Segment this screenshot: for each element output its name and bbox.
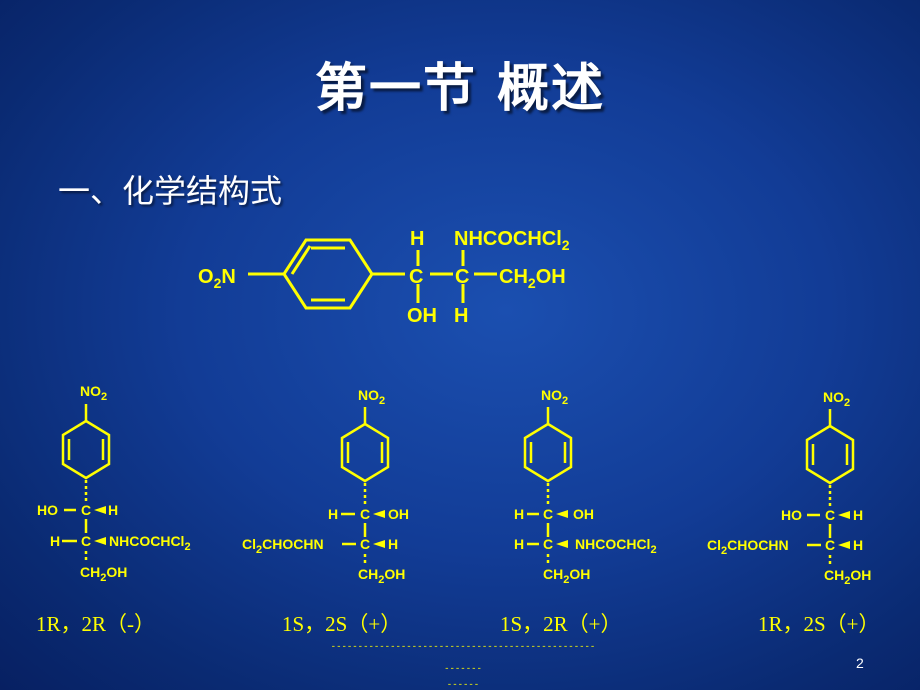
footer-line-1: ----------------------------------------… bbox=[330, 642, 596, 674]
isomer-1R2S: NO2 HO C H Cl2CHOCHN C H CH2OH bbox=[707, 389, 871, 587]
slide-title: 第一节 概述 bbox=[314, 59, 606, 119]
main-top-h: H bbox=[410, 228, 424, 250]
svg-text:OH: OH bbox=[573, 506, 594, 522]
svg-text:NO2: NO2 bbox=[823, 389, 850, 409]
svg-text:NHCOCHCl2: NHCOCHCl2 bbox=[575, 536, 657, 556]
svg-text:H: H bbox=[328, 506, 338, 522]
nitro-group-label: O2N bbox=[198, 266, 236, 291]
svg-text:H: H bbox=[853, 507, 863, 523]
isomer-2-label: 1S，2S（+） bbox=[282, 612, 402, 636]
isomer-1-label: 1R，2R（-） bbox=[36, 612, 156, 636]
svg-text:HO: HO bbox=[37, 502, 58, 518]
svg-text:H: H bbox=[853, 537, 863, 553]
svg-text:CH2OH: CH2OH bbox=[543, 566, 590, 586]
svg-text:C: C bbox=[81, 533, 91, 549]
svg-text:H: H bbox=[388, 536, 398, 552]
main-carbon-1: C bbox=[409, 266, 423, 288]
isomer-3-label: 1S，2R（+） bbox=[500, 612, 622, 636]
footer-line-2: ------ bbox=[446, 680, 480, 690]
svg-text:H: H bbox=[108, 502, 118, 518]
svg-text:C: C bbox=[81, 502, 91, 518]
svg-text:CH2OH: CH2OH bbox=[358, 566, 405, 586]
svg-text:CH2OH: CH2OH bbox=[824, 567, 871, 587]
svg-text:NO2: NO2 bbox=[358, 387, 385, 407]
isomer-4-label: 1R，2S（+） bbox=[758, 612, 880, 636]
svg-text:HO: HO bbox=[781, 507, 802, 523]
svg-text:C: C bbox=[360, 506, 370, 522]
section-heading: 一、化学结构式 bbox=[58, 172, 283, 210]
main-bottom-oh: OH bbox=[407, 305, 437, 327]
svg-text:H: H bbox=[514, 536, 524, 552]
svg-text:NHCOCHCl2: NHCOCHCl2 bbox=[109, 533, 191, 553]
isomer-1S2S: NO2 H C OH Cl2CHOCHN C H CH2OH bbox=[242, 387, 409, 586]
isomer-1S2R: NO2 H C OH H C NHCOCHCl2 CH2OH bbox=[514, 387, 657, 586]
svg-text:C: C bbox=[825, 507, 835, 523]
isomer-1R2R: NO2 HO C H H C NHCOCHCl2 CH2OH bbox=[37, 383, 191, 584]
svg-text:H: H bbox=[50, 533, 60, 549]
svg-text:CH2OH: CH2OH bbox=[80, 564, 127, 584]
main-right-group: CH2OH bbox=[499, 266, 566, 291]
svg-text:H: H bbox=[514, 506, 524, 522]
main-top-substituent: NHCOCHCl2 bbox=[454, 228, 570, 253]
page-number: 2 bbox=[856, 655, 864, 671]
svg-text:C: C bbox=[825, 537, 835, 553]
footer: ----------------------------------------… bbox=[328, 636, 598, 690]
svg-text:Cl2CHOCHN: Cl2CHOCHN bbox=[242, 536, 324, 556]
main-carbon-2: C bbox=[455, 266, 469, 288]
main-bottom-h: H bbox=[454, 305, 468, 327]
svg-text:C: C bbox=[543, 506, 553, 522]
benzene-ring bbox=[282, 238, 374, 310]
svg-text:C: C bbox=[360, 536, 370, 552]
svg-text:NO2: NO2 bbox=[80, 383, 107, 403]
svg-text:Cl2CHOCHN: Cl2CHOCHN bbox=[707, 537, 789, 557]
svg-text:NO2: NO2 bbox=[541, 387, 568, 407]
svg-text:C: C bbox=[543, 536, 553, 552]
svg-text:OH: OH bbox=[388, 506, 409, 522]
